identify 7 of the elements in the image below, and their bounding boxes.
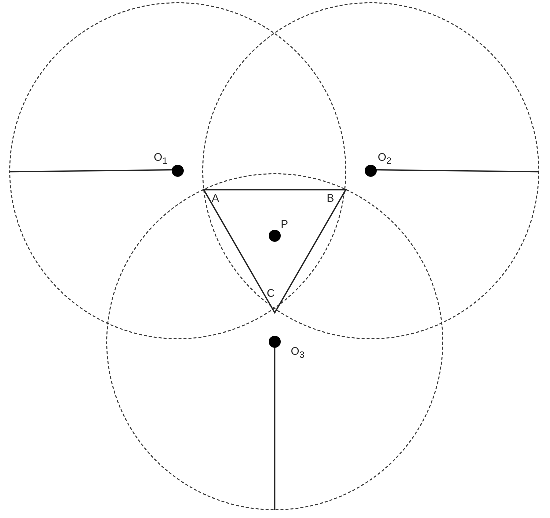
point-label: O$_{3}$ xyxy=(291,346,305,362)
point-label: O$_{1}$ xyxy=(154,152,168,168)
point-label: P xyxy=(281,219,288,231)
point-label: C xyxy=(267,288,275,300)
point-label: A xyxy=(212,193,220,205)
point-label: O$_{2}$ xyxy=(378,152,392,168)
point-label: B xyxy=(327,193,334,205)
